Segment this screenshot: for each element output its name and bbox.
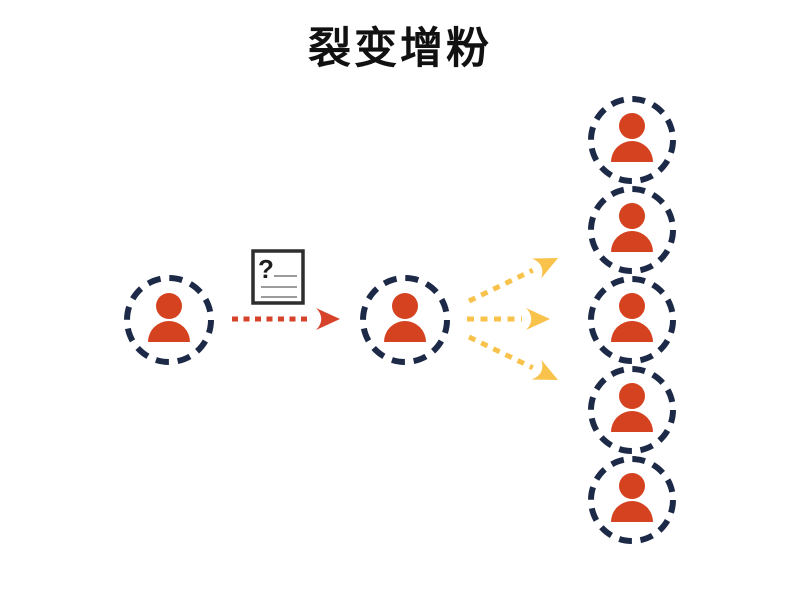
question-mark: ?	[258, 254, 274, 284]
dashed-circle	[588, 366, 676, 454]
dashed-circle	[124, 275, 214, 365]
person-icon	[384, 293, 426, 342]
distributor-user-node	[360, 275, 450, 365]
fission-arrow	[467, 308, 550, 330]
share-arrow	[232, 308, 340, 330]
dashed-circle	[360, 275, 450, 365]
share-document-icon: ?	[251, 249, 305, 305]
nodes-layer	[124, 96, 676, 544]
dashed-circle	[588, 276, 676, 364]
follower-user-node	[588, 186, 676, 274]
diagram-title: 裂变增粉	[308, 25, 492, 73]
person-icon	[148, 293, 190, 342]
dashed-circle	[588, 456, 676, 544]
source-user-node	[124, 275, 214, 365]
dashed-circle	[588, 186, 676, 274]
follower-user-node	[588, 366, 676, 454]
person-icon	[611, 383, 653, 432]
arrows-layer	[232, 258, 558, 380]
person-icon	[611, 293, 653, 342]
follower-user-node	[588, 96, 676, 184]
follower-user-node	[588, 276, 676, 364]
dashed-circle	[588, 96, 676, 184]
person-icon	[611, 203, 653, 252]
follower-user-node	[588, 456, 676, 544]
person-icon	[611, 113, 653, 162]
fission-arrow	[467, 258, 558, 304]
fission-arrow	[467, 334, 558, 380]
person-icon	[611, 473, 653, 522]
